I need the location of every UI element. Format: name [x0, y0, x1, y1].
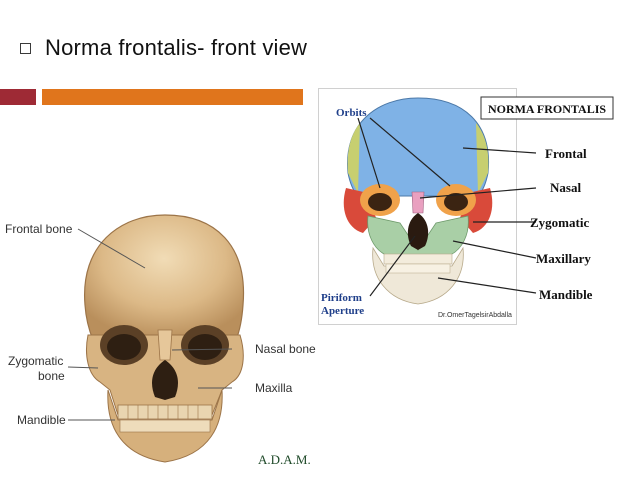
label-nasal: Nasal — [550, 180, 581, 195]
skull-drawing — [84, 214, 245, 463]
bullet-icon — [20, 42, 31, 54]
label-mandible-right: Mandible — [539, 287, 593, 302]
accent-bar-orange — [42, 89, 303, 105]
label-orbits: Orbits — [336, 107, 367, 119]
label-piriform-line1: Piriform — [321, 292, 362, 304]
label-piriform-line2: Aperture — [321, 305, 364, 317]
label-maxilla: Maxilla — [255, 381, 293, 395]
left-skull-figure: Frontal bone Nasal bone Zygomatic bone M… — [5, 214, 316, 467]
label-maxillary: Maxillary — [536, 251, 591, 266]
label-zygomatic-line1: Zygomatic — [8, 354, 63, 368]
label-frontal-bone: Frontal bone — [5, 222, 73, 236]
left-leader-lines — [67, 228, 233, 421]
diagram-heading: NORMA FRONTALIS — [488, 102, 606, 116]
label-frontal: Frontal — [545, 146, 587, 161]
adam-credit: A.D.A.M. — [258, 452, 311, 467]
colored-skull-drawing — [343, 97, 493, 305]
label-zygomatic: Zygomatic — [530, 215, 589, 230]
label-zygomatic-line2: bone — [38, 369, 65, 383]
diagram-heading-box — [480, 96, 614, 120]
label-nasal-bone: Nasal bone — [255, 342, 316, 356]
accent-bar-red — [0, 89, 36, 105]
right-diagram-figure: NORMA FRONTALIS Orbits Frontal Nasal Zyg… — [318, 88, 618, 326]
slide-title: Norma frontalis- front view — [45, 35, 308, 60]
title-row: Norma frontalis- front view — [20, 35, 307, 61]
right-leader-lines — [357, 117, 537, 297]
label-mandible: Mandible — [17, 413, 66, 427]
watermark-text: Dr.OmerTagelsirAbdalla — [438, 312, 512, 319]
